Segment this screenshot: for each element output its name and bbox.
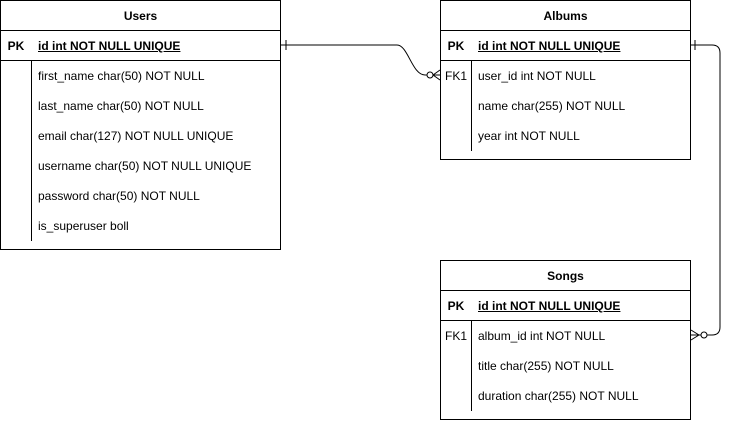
pk-row[interactable]: PK id int NOT NULL UNIQUE — [441, 291, 690, 321]
entity-title: Users — [1, 1, 280, 31]
entity-title: Songs — [441, 261, 690, 291]
key-label: FK1 — [444, 69, 467, 83]
key-label: FK1 — [444, 329, 467, 343]
column-row[interactable]: FK1 user_id int NOT NULL — [441, 61, 690, 91]
key-label: PK — [7, 39, 25, 53]
column-label: id int NOT NULL UNIQUE — [478, 39, 621, 53]
column-label: id int NOT NULL UNIQUE — [478, 299, 621, 313]
many-mark — [690, 334, 700, 341]
column-row[interactable]: duration char(255) NOT NULL — [441, 381, 690, 411]
relationship-users-albums[interactable] — [281, 40, 441, 81]
many-mark — [690, 329, 700, 336]
column-label: username char(50) NOT NULL UNIQUE — [38, 159, 252, 173]
connector-line — [281, 44, 440, 76]
key-label: PK — [447, 39, 465, 53]
relationship-albums-songs[interactable] — [690, 40, 721, 341]
column-row[interactable]: email char(127) NOT NULL UNIQUE — [1, 121, 280, 151]
column-row[interactable]: is_superuser boll — [1, 211, 280, 241]
pk-row[interactable]: PK id int NOT NULL UNIQUE — [441, 31, 690, 61]
column-row[interactable]: title char(255) NOT NULL — [441, 351, 690, 381]
column-label: email char(127) NOT NULL UNIQUE — [38, 129, 234, 143]
column-label: year int NOT NULL — [478, 129, 580, 143]
column-label: id int NOT NULL UNIQUE — [38, 39, 181, 53]
key-divider — [471, 321, 472, 411]
column-row[interactable]: year int NOT NULL — [441, 121, 690, 151]
entity-title: Albums — [441, 1, 690, 31]
column-label: album_id int NOT NULL — [478, 329, 606, 343]
column-label: first_name char(50) NOT NULL — [38, 69, 205, 83]
entity-songs[interactable]: Songs PK id int NOT NULL UNIQUE FK1 album… — [440, 260, 691, 420]
zero-mark — [426, 71, 434, 79]
column-row[interactable]: FK1 album_id int NOT NULL — [441, 321, 690, 351]
zero-mark — [700, 331, 708, 339]
column-label: is_superuser boll — [38, 219, 129, 233]
pk-row[interactable]: PK id int NOT NULL UNIQUE — [1, 31, 280, 61]
many-mark — [432, 74, 441, 81]
key-divider — [471, 61, 472, 151]
column-row[interactable]: first_name char(50) NOT NULL — [1, 61, 280, 91]
column-label: name char(255) NOT NULL — [478, 99, 626, 113]
column-label: password char(50) NOT NULL — [38, 189, 200, 203]
connector-line — [691, 44, 721, 336]
column-label: user_id int NOT NULL — [478, 69, 596, 83]
key-label: PK — [447, 299, 465, 313]
column-label: title char(255) NOT NULL — [478, 359, 614, 373]
column-label: last_name char(50) NOT NULL — [38, 99, 204, 113]
column-row[interactable]: last_name char(50) NOT NULL — [1, 91, 280, 121]
entity-albums[interactable]: Albums PK id int NOT NULL UNIQUE FK1 user… — [440, 0, 691, 160]
column-row[interactable]: name char(255) NOT NULL — [441, 91, 690, 121]
column-row[interactable]: password char(50) NOT NULL — [1, 181, 280, 211]
entity-users[interactable]: Users PK id int NOT NULL UNIQUE first_na… — [0, 0, 281, 250]
column-row[interactable]: username char(50) NOT NULL UNIQUE — [1, 151, 280, 181]
many-mark — [432, 69, 441, 76]
column-label: duration char(255) NOT NULL — [478, 389, 639, 403]
key-divider — [31, 61, 32, 241]
